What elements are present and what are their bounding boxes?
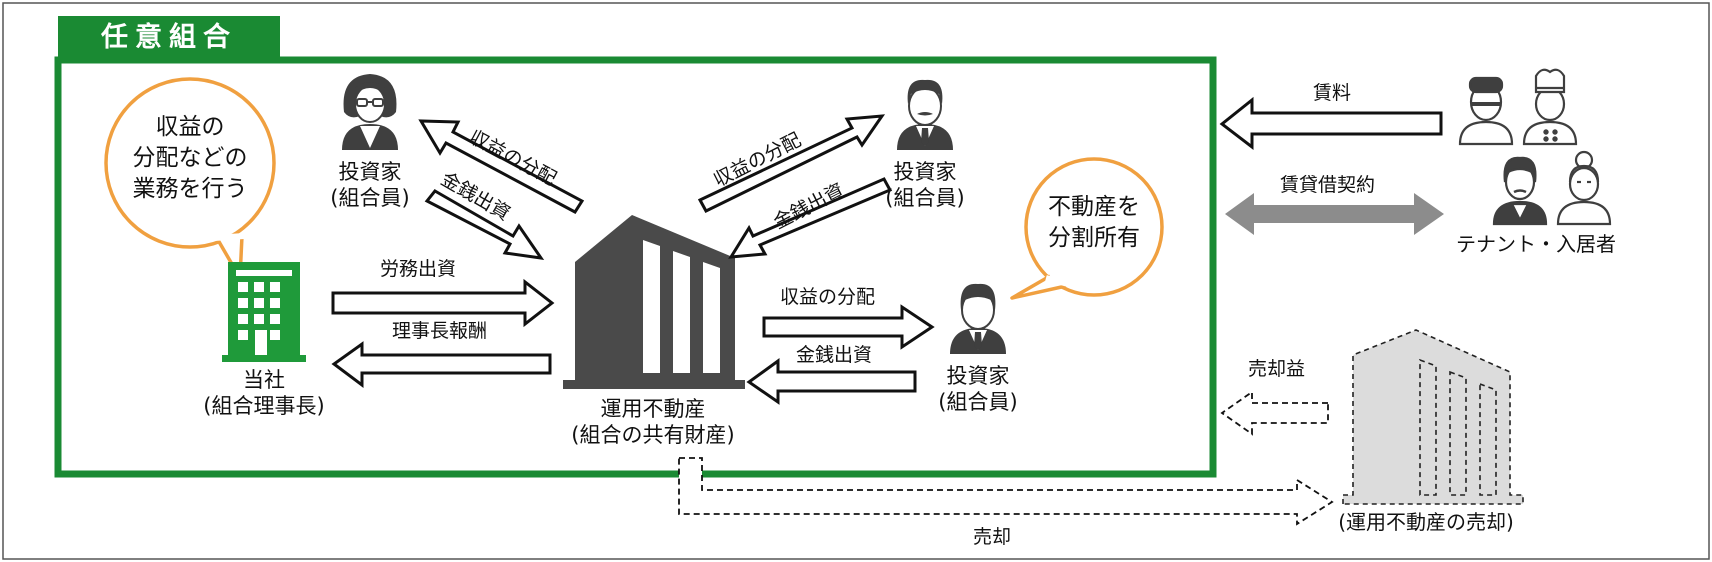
investor-woman-icon <box>342 74 398 150</box>
labor-contribution-arrow <box>331 278 555 328</box>
sale-arrow <box>678 457 1334 526</box>
building-outline-icon <box>1342 329 1524 505</box>
investor-topleft-label: 投資家 (組合員) <box>330 160 409 211</box>
union-frame <box>54 56 1217 478</box>
profit-to-investor-bottomright-arrow <box>762 304 935 350</box>
sale-profit-label: 売却益 <box>1248 358 1306 380</box>
investor-man-mustache-icon <box>897 79 953 150</box>
rent-label: 賃料 <box>1313 82 1352 104</box>
office-building-icon <box>222 262 306 362</box>
bubble-right-text: 不動産を 分割所有 <box>1048 192 1140 254</box>
sale-label: 売却 <box>973 526 1012 548</box>
investor-bottomright-line1: 投資家 <box>946 364 1010 388</box>
bubble-left-line: 業務を行う <box>132 176 248 203</box>
money-bottomright-label: 金銭出資 <box>796 344 873 366</box>
bubble-right-line: 不動産を <box>1048 194 1140 220</box>
company-label-line1: 当社 <box>242 368 285 392</box>
rent-arrow <box>1219 96 1443 151</box>
investor-topleft-line2: (組合員) <box>330 185 410 210</box>
director-fee-arrow <box>331 341 552 388</box>
speech-bubble-right <box>1010 157 1164 300</box>
investor-topleft-line1: 投資家 <box>338 160 402 184</box>
company-label-line2: (組合理事長) <box>203 393 325 418</box>
building-icon <box>563 215 745 389</box>
money-from-investor-topleft-arrow <box>424 189 545 260</box>
investor-topright-line1: 投資家 <box>893 160 957 184</box>
tenants-label: テナント・入居者 <box>1456 232 1616 256</box>
property-label: 運用不動産 (組合の共有財産) <box>571 397 734 448</box>
property-label-line1: 運用不動産 <box>600 397 706 421</box>
profit-to-investor-topleft-arrow <box>418 119 585 214</box>
lease-contract-label: 賃貸借契約 <box>1280 174 1376 196</box>
bubble-left-line: 分配などの <box>132 145 248 172</box>
bubble-right-line: 分割所有 <box>1048 225 1140 252</box>
investor-bottomright-label: 投資家 (組合員) <box>938 364 1017 415</box>
investor-bottomright-line2: (組合員) <box>938 389 1018 414</box>
money-from-investor-topright-arrow <box>728 177 893 259</box>
lease-contract-arrow <box>1225 193 1444 235</box>
investor-topright-label: 投資家 (組合員) <box>885 160 964 211</box>
company-label: 当社 (組合理事長) <box>203 368 324 419</box>
bubble-left-line: 収益の <box>155 114 225 140</box>
investor-topright-line2: (組合員) <box>885 185 965 210</box>
director-fee-label: 理事長報酬 <box>392 320 488 342</box>
sold-property-label: (運用不動産の売却) <box>1338 510 1514 534</box>
tenants-group-icon <box>1458 68 1612 226</box>
money-from-investor-bottomright-arrow <box>746 358 917 405</box>
labor-contribution-label: 労務出資 <box>380 258 457 280</box>
sale-profit-arrow <box>1220 390 1329 436</box>
group-title-tag: 任意組合 <box>58 16 280 60</box>
speech-bubble-left <box>104 77 276 280</box>
bubble-left-text: 収益の 分配などの 業務を行う <box>133 112 248 205</box>
property-label-line2: (組合の共有財産) <box>571 422 735 447</box>
profit-to-investor-topright-arrow <box>697 114 886 213</box>
investor-man-icon <box>950 283 1006 354</box>
profit-bottomright-label: 収益の分配 <box>780 286 876 308</box>
